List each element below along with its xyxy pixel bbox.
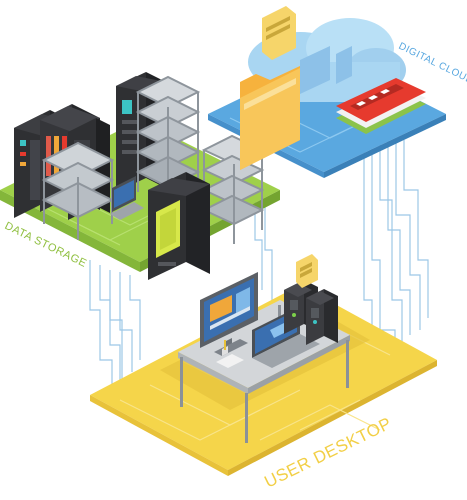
monitor-icon (200, 272, 258, 356)
desk-phone-icon (216, 340, 244, 368)
folder-icon (240, 66, 300, 170)
server-rack-icon (148, 172, 210, 280)
document-icon (262, 6, 296, 60)
desktop-tower-icon (306, 289, 338, 345)
document-icon (296, 254, 318, 288)
digital-cloud-label: DIGITAL CLOUD (397, 41, 467, 87)
monitor-icon (110, 176, 144, 220)
film-icon (336, 78, 426, 134)
shelf-rack-icon (135, 75, 201, 206)
connection-wires (89, 140, 429, 400)
